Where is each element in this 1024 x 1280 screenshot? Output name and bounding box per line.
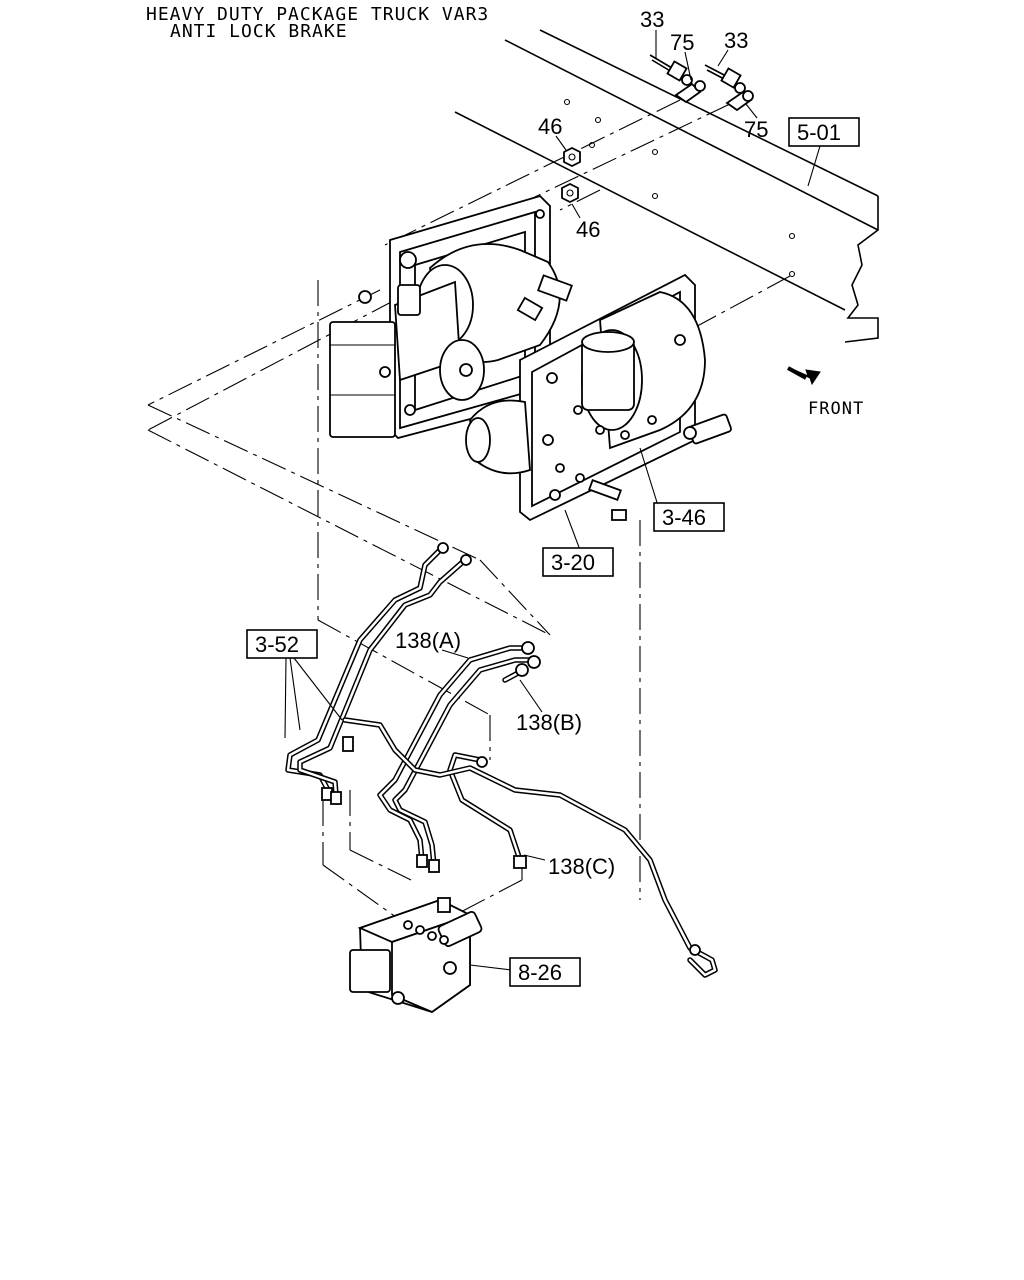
- ref-3-52-label: 3-52: [255, 632, 299, 657]
- bolt-33-right: [704, 64, 746, 94]
- diagram-title-line2: ANTI LOCK BRAKE: [170, 21, 348, 42]
- callout-46-upper: 46: [538, 114, 562, 139]
- leader-75a: [684, 51, 692, 81]
- frame-rail: [454, 29, 879, 343]
- callout-138a: 138(A): [395, 628, 461, 653]
- nut-46-upper: [563, 146, 581, 168]
- front-label: FRONT: [808, 399, 864, 419]
- ref-box-3-52: 3-52: [246, 629, 318, 659]
- leader-46a: [555, 135, 567, 151]
- ref-8-26-label: 8-26: [518, 960, 562, 985]
- brake-pipe-long: [342, 717, 718, 978]
- nut-46-lower: [561, 182, 579, 204]
- assembly-lines: [147, 99, 791, 921]
- air-dryer-assembly: [465, 273, 732, 522]
- ref-box-5-01: 5-01: [788, 117, 860, 147]
- callout-138b: 138(B): [516, 710, 582, 735]
- brake-pipe-3-52: [285, 542, 472, 805]
- reference-leaders: [284, 145, 821, 971]
- washer-75-left: [674, 80, 706, 104]
- ref-box-3-20: 3-20: [542, 547, 614, 577]
- ref-box-8-26: 8-26: [509, 957, 581, 987]
- brake-pipe-138a: [377, 641, 541, 873]
- ref-3-46-label: 3-46: [662, 505, 706, 530]
- front-arrow-icon: [787, 366, 821, 386]
- callout-138c: 138(C): [548, 854, 615, 879]
- ref-5-01-label: 5-01: [797, 120, 841, 145]
- abs-modulator-valve: [349, 897, 483, 1014]
- washer-75-right: [725, 90, 754, 112]
- callout-33-right: 33: [724, 28, 748, 53]
- leader-33b: [717, 49, 729, 67]
- ref-box-3-46: 3-46: [653, 502, 725, 532]
- brake-pipe-138b: [502, 663, 529, 683]
- leader-75b: [745, 103, 758, 119]
- callout-33-left: 33: [640, 7, 664, 32]
- leader-46b: [571, 203, 581, 219]
- callout-75-right: 75: [744, 117, 768, 142]
- ref-3-20-label: 3-20: [551, 550, 595, 575]
- diagram-title-line1: HEAVY DUTY PACKAGE TRUCK VAR3: [146, 4, 490, 25]
- callout-75-left: 75: [670, 30, 694, 55]
- brake-pipe-138c: [447, 752, 527, 869]
- callout-46-lower: 46: [576, 217, 600, 242]
- bolt-33-left: [649, 54, 693, 86]
